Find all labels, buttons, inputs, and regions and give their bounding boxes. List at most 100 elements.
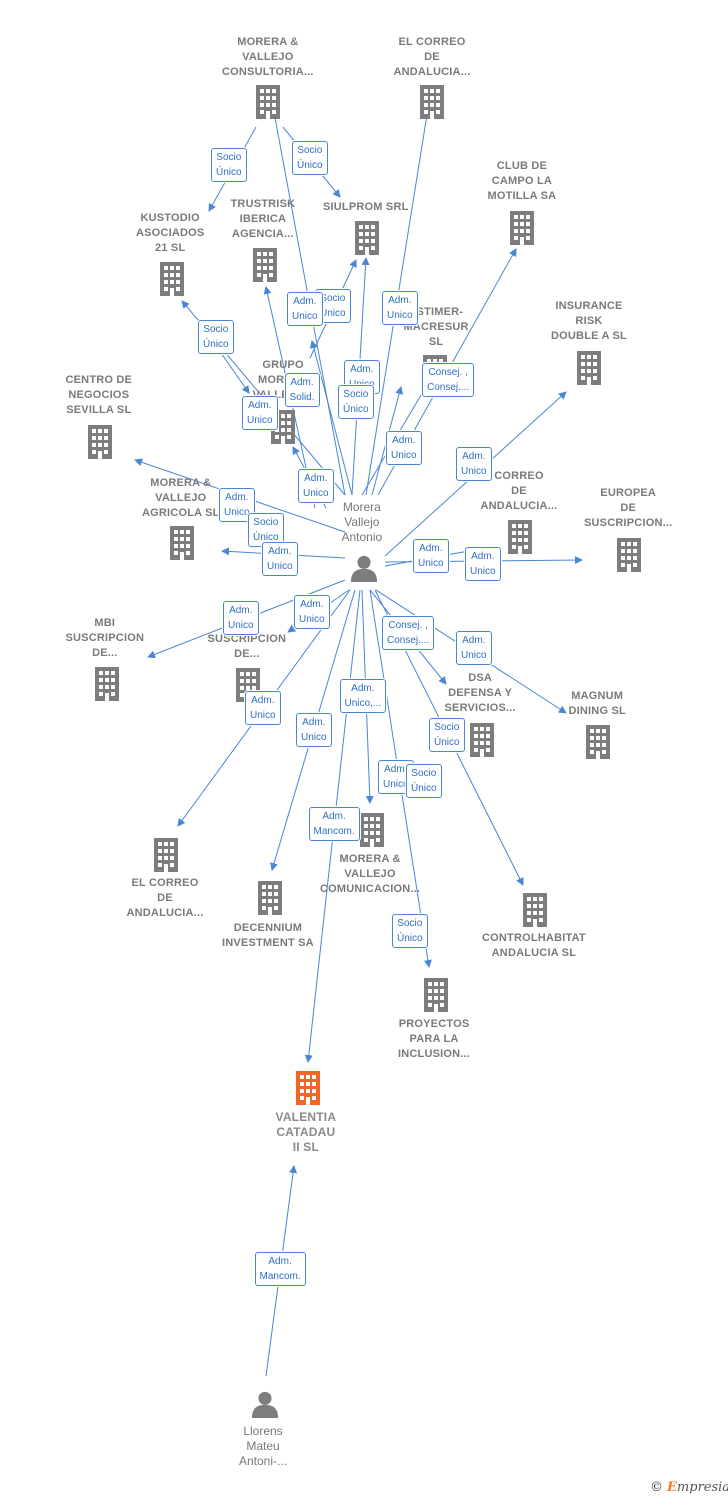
- empresia-logo[interactable]: ©Empresia: [650, 1480, 728, 1495]
- company-building-icon[interactable]: [170, 526, 194, 560]
- role-badge-line: Único: [203, 339, 229, 350]
- role-badge[interactable]: Consej. ,Consej....: [382, 616, 435, 650]
- role-badge[interactable]: Adm.Unico: [223, 601, 259, 635]
- company-label-line: CONTROLHABITAT: [482, 932, 586, 944]
- role-badge[interactable]: Consej. ,Consej....: [422, 363, 475, 397]
- role-badge[interactable]: Adm.Mancom.: [254, 1252, 306, 1286]
- role-badge[interactable]: Adm.Unico: [456, 447, 492, 481]
- role-badge-line: Socio: [203, 324, 229, 335]
- company-building-icon[interactable]: [470, 723, 494, 757]
- company-building-icon[interactable]: [617, 538, 641, 572]
- role-badge[interactable]: Adm.Unico: [287, 292, 323, 326]
- company-label-line: PARA LA: [409, 1033, 459, 1045]
- role-badge[interactable]: Adm.Unico: [294, 595, 330, 629]
- brand-initial: E: [667, 1480, 677, 1495]
- company-building-icon[interactable]: [510, 211, 534, 245]
- role-badge-line: Socio: [320, 293, 346, 304]
- role-badge-line: Unico: [418, 558, 444, 569]
- role-badge-line: Socio: [253, 517, 279, 528]
- company-label-line: DSA: [468, 672, 493, 684]
- role-badge[interactable]: Adm.Unico: [456, 631, 492, 665]
- role-badge[interactable]: Adm.Unico: [413, 539, 449, 573]
- company-building-icon[interactable]: [253, 248, 277, 282]
- role-badge[interactable]: Adm.Unico: [465, 547, 501, 581]
- company-building-icon[interactable]: [88, 425, 112, 459]
- company-building-icon[interactable]: [508, 520, 532, 554]
- role-badge-line: Adm.: [462, 451, 486, 462]
- role-badge[interactable]: Adm.Solid.: [284, 373, 320, 407]
- role-badge-line: Socio: [216, 152, 242, 163]
- company-building-icon[interactable]: [95, 667, 119, 701]
- company-building-icon[interactable]: [577, 351, 601, 385]
- role-badge[interactable]: Adm.Unico: [386, 431, 422, 465]
- role-badge[interactable]: Adm.Unico: [262, 542, 298, 576]
- company-building-icon[interactable]: [586, 725, 610, 759]
- relation-edge: [309, 340, 353, 496]
- company-label[interactable]: SIULPROM SRL: [323, 200, 409, 215]
- role-badge-line: Unico: [292, 311, 318, 322]
- company-building-icon[interactable]: [360, 813, 384, 847]
- role-badge-line: Unico: [224, 507, 250, 518]
- company-building-icon[interactable]: [420, 85, 444, 119]
- role-badge[interactable]: Adm.Mancom.: [308, 807, 360, 841]
- role-badge[interactable]: Adm.Unico,...: [339, 679, 387, 713]
- person-icon[interactable]: [251, 1391, 279, 1418]
- company-building-icon[interactable]: [424, 978, 448, 1012]
- role-badge-line: Adm.: [350, 364, 374, 375]
- company-label-line: IBERICA: [239, 213, 287, 225]
- person-label-line: Morera: [342, 500, 381, 514]
- company-label-line: INCLUSION...: [398, 1048, 471, 1060]
- company-building-icon[interactable]: [258, 881, 282, 915]
- role-badge-line: Único: [297, 160, 323, 171]
- company-label-line: VALENTIA: [275, 1110, 337, 1124]
- person-icon[interactable]: [350, 555, 378, 582]
- role-badge[interactable]: Adm.Unico: [296, 713, 332, 747]
- company-label-line: VALLEJO: [344, 868, 396, 880]
- brand-name: mpresia: [676, 1480, 728, 1495]
- role-badge-line: Consej....: [427, 382, 470, 393]
- company-building-icon[interactable]: [296, 1071, 320, 1105]
- company-building-icon[interactable]: [256, 85, 280, 119]
- company-label-line: DE: [424, 51, 440, 63]
- company-label-line: INVESTMENT SA: [222, 937, 314, 949]
- role-badge-line: Unico: [247, 415, 273, 426]
- role-badge[interactable]: Adm.Unico: [382, 291, 418, 325]
- role-badge[interactable]: Adm.Unico: [298, 469, 334, 503]
- role-badge[interactable]: Adm.Unico: [245, 691, 281, 725]
- company-building-icon[interactable]: [160, 262, 184, 296]
- company-building-icon[interactable]: [523, 893, 547, 927]
- company-building-icon[interactable]: [355, 221, 379, 255]
- role-badge[interactable]: Adm.Unico: [242, 396, 278, 430]
- company-building-icon[interactable]: [154, 838, 178, 872]
